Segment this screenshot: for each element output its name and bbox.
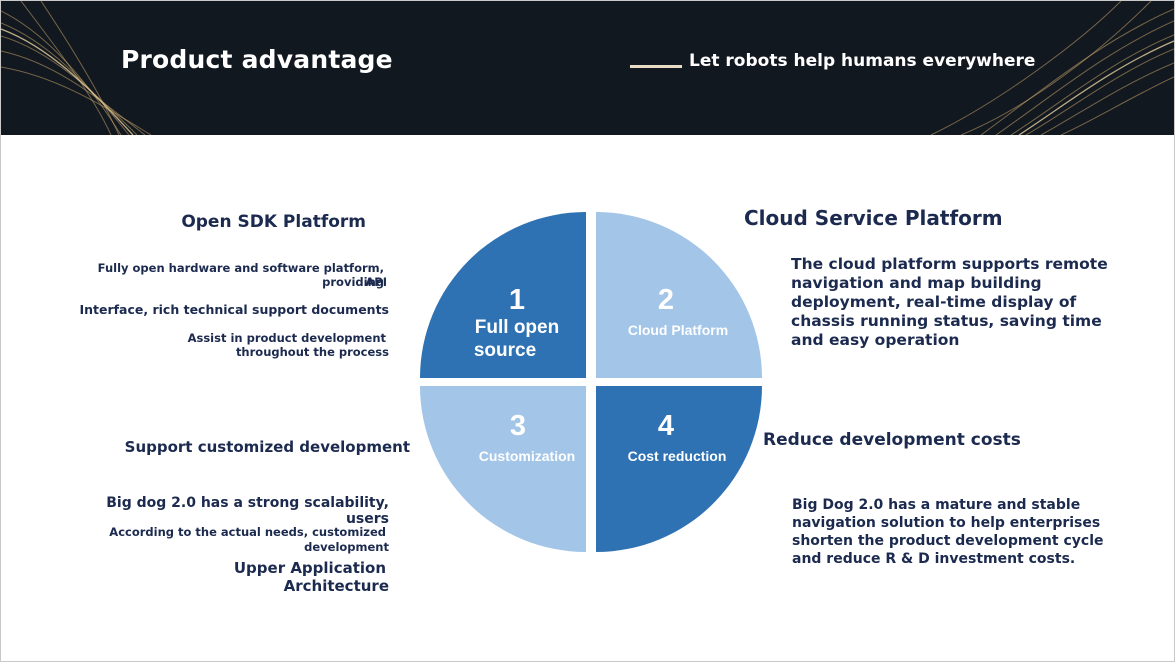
quadrant-circle-diagram: 1 Full open source 2 Cloud Platform 3 Cu…: [420, 212, 762, 552]
page-title: Product advantage: [121, 45, 393, 74]
gold-wave-decoration: [1, 1, 1174, 135]
quadrant-4-label: Cost reduction: [628, 448, 727, 464]
quadrant-2-label: Cloud Platform: [628, 322, 728, 338]
quadrant-1-label-b: source: [474, 340, 536, 361]
custom-line2a: According to the actual needs, customize…: [109, 525, 386, 539]
quadrant-1-label-a: Full open: [475, 317, 559, 338]
cloud-line: chassis running status, saving time: [791, 312, 1102, 330]
sdk-line1b: API: [365, 275, 387, 289]
quadrant-3-label: Customization: [479, 448, 575, 464]
cloud-description: The cloud platform supports remote navig…: [791, 255, 1121, 350]
custom-line3a: Upper Application: [233, 559, 386, 577]
quadrant-3-number: 3: [510, 410, 526, 442]
cost-line: Big Dog 2.0 has a mature and stable: [792, 497, 1081, 513]
custom-line3b: Architecture: [283, 577, 389, 595]
quadrant-1-shape: [420, 212, 586, 378]
quadrant-1-number: 1: [509, 284, 525, 316]
cost-line: shorten the product development cycle: [792, 533, 1104, 549]
sdk-line3a: Assist in product development: [187, 331, 386, 345]
cloud-line: The cloud platform supports remote: [791, 255, 1108, 273]
sdk-line3b: throughout the process: [235, 345, 389, 359]
custom-line2b: development: [304, 540, 389, 554]
custom-heading: Support customized development: [124, 438, 410, 456]
cost-description: Big Dog 2.0 has a mature and stable navi…: [792, 496, 1112, 568]
quadrant-3-shape: [420, 386, 586, 552]
cloud-line: and easy operation: [791, 331, 960, 349]
cloud-line: deployment, real-time display of: [791, 293, 1077, 311]
sdk-line2: Interface, rich technical support docume…: [79, 302, 389, 317]
custom-line1: Big dog 2.0 has a strong scalability, us…: [106, 495, 389, 527]
quadrant-4-shape: [596, 386, 762, 552]
sdk-heading: Open SDK Platform: [181, 212, 366, 232]
quadrant-2-shape: [596, 212, 762, 378]
cost-line: navigation solution to help enterprises: [792, 515, 1101, 531]
quadrant-4-number: 4: [658, 410, 674, 442]
tagline-dash: [630, 65, 682, 68]
tagline: Let robots help humans everywhere: [689, 51, 1036, 71]
cloud-line: navigation and map building: [791, 274, 1042, 292]
quadrant-2-number: 2: [658, 284, 674, 316]
header-banner: Product advantage Let robots help humans…: [1, 1, 1174, 135]
cost-line: and reduce R & D investment costs.: [792, 551, 1076, 567]
cloud-heading: Cloud Service Platform: [744, 206, 1003, 230]
sdk-line1: Fully open hardware and software platfor…: [97, 261, 384, 289]
cost-heading: Reduce development costs: [763, 430, 1021, 450]
